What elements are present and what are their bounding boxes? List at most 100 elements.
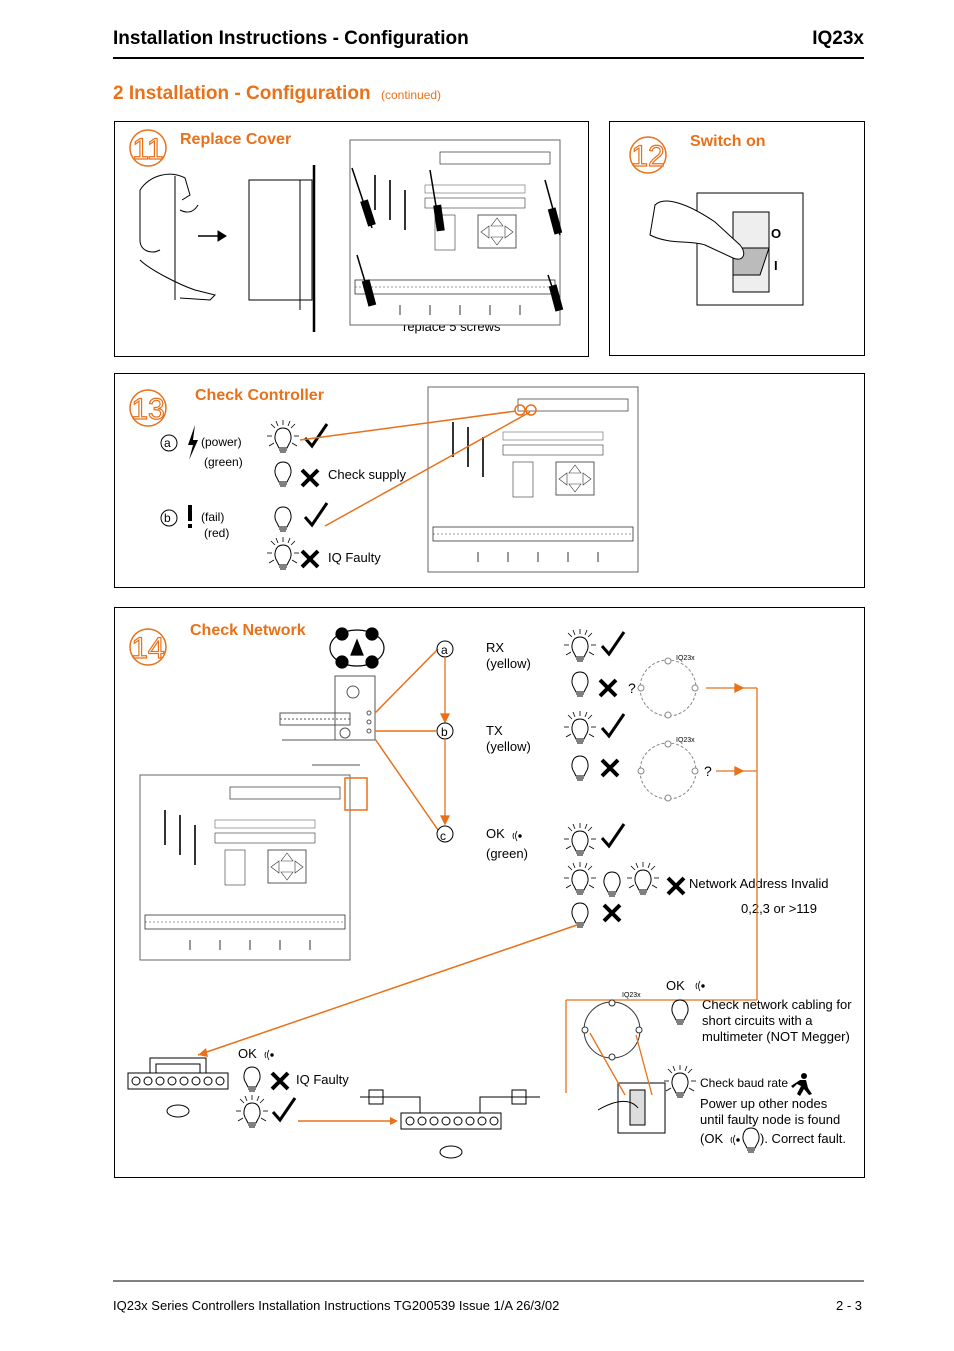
address-range-text: 0,2,3 or >119 bbox=[741, 901, 818, 916]
check-icon bbox=[600, 712, 626, 738]
ok-label: OK bbox=[486, 826, 505, 841]
bulb-off-icon bbox=[274, 506, 292, 532]
ok2-label: OK bbox=[666, 978, 685, 993]
bulb-lit-icon bbox=[563, 628, 597, 662]
led-pointer-lines bbox=[299, 404, 537, 527]
step-12-title: Switch on bbox=[690, 133, 766, 150]
ok-fault-open: (OK bbox=[700, 1131, 724, 1146]
bulb-lit-icon bbox=[663, 1064, 697, 1098]
power-switch-illustration bbox=[649, 192, 804, 306]
bulb-off-icon bbox=[603, 871, 621, 897]
cross-icon bbox=[600, 758, 620, 778]
bulb-off-icon bbox=[742, 1127, 760, 1153]
power-up-line-2: until faulty node is found bbox=[700, 1112, 841, 1127]
ring-feedback-arrows bbox=[565, 682, 758, 1093]
network-ring-bottom bbox=[581, 999, 643, 1061]
step-14-b-letter: b bbox=[441, 725, 448, 739]
switch-o-label: O bbox=[771, 226, 782, 241]
question-mark-rx: ? bbox=[628, 680, 636, 696]
network-symbol-icon bbox=[329, 627, 385, 669]
power-icon bbox=[188, 425, 198, 460]
check-baud-text: Check baud rate bbox=[700, 1076, 789, 1090]
step-13-number: 13 bbox=[131, 393, 164, 426]
step-14-badge: 14 bbox=[129, 628, 167, 666]
step-12-number: 12 bbox=[631, 140, 664, 173]
controller-with-screws bbox=[349, 139, 564, 326]
led-highlight-box bbox=[344, 777, 368, 811]
network-ring-tx bbox=[637, 740, 699, 802]
ring-label-rx: IQ23x bbox=[676, 655, 695, 662]
check-cabling-line-2: short circuits with a bbox=[702, 1013, 813, 1028]
ok3-label: OK bbox=[238, 1046, 257, 1061]
page-header-model: IQ23x bbox=[812, 28, 864, 49]
step-14-iq-faulty: IQ Faulty bbox=[296, 1072, 349, 1087]
replace-cover-illustration bbox=[139, 165, 316, 332]
cross-icon bbox=[300, 549, 320, 569]
ring-label-tx: IQ23x bbox=[676, 737, 695, 744]
controller-diagram-14 bbox=[139, 774, 351, 961]
bottom-switch-illustration bbox=[597, 1082, 666, 1134]
bulb-lit-icon bbox=[266, 419, 300, 453]
step-14-c-letter: c bbox=[440, 829, 446, 843]
bulb-lit-icon bbox=[266, 536, 300, 570]
step-13-b-color: (red) bbox=[204, 526, 230, 540]
step-13-b-label: (fail) bbox=[201, 510, 225, 524]
led-pointer-lines-14 bbox=[374, 648, 439, 831]
step-13-iq-faulty: IQ Faulty bbox=[328, 550, 381, 565]
bulb-lit-icon bbox=[626, 861, 660, 895]
bulb-lit-icon bbox=[235, 1094, 269, 1128]
tx-label: TX bbox=[486, 723, 503, 738]
network-module-diagram bbox=[279, 675, 376, 766]
step-13-a-letter: a bbox=[164, 436, 171, 450]
step-13-a-color: (green) bbox=[204, 455, 243, 469]
switch-i-label: I bbox=[774, 258, 778, 273]
footer-left: IQ23x Series Controllers Installation In… bbox=[113, 1298, 560, 1313]
address-invalid-text: Network Address Invalid bbox=[689, 876, 829, 891]
step-11-number: 11 bbox=[132, 133, 163, 166]
bulb-off-icon bbox=[671, 999, 689, 1025]
bulb-off-icon bbox=[274, 461, 292, 487]
check-icon bbox=[303, 501, 329, 527]
question-mark-tx: ? bbox=[704, 763, 712, 779]
step-11-title: Replace Cover bbox=[180, 131, 292, 148]
bulb-off-icon bbox=[571, 755, 589, 781]
check-icon bbox=[271, 1096, 297, 1122]
tx-color: (yellow) bbox=[486, 739, 531, 754]
header-rule bbox=[113, 57, 864, 59]
step-12-badge: 12 bbox=[629, 136, 667, 174]
cross-icon bbox=[666, 876, 686, 896]
cross-icon bbox=[598, 678, 618, 698]
power-up-line-1: Power up other nodes bbox=[700, 1096, 828, 1111]
page-header-title: Installation Instructions - Configuratio… bbox=[113, 28, 469, 49]
bulb-off-icon bbox=[571, 671, 589, 697]
step-12-panel bbox=[609, 121, 865, 356]
check-icon bbox=[600, 630, 626, 656]
sequence-arrows bbox=[439, 658, 451, 826]
bulb-lit-icon bbox=[563, 710, 597, 744]
step-11-badge: 11 bbox=[129, 129, 167, 167]
bulb-off-icon bbox=[243, 1066, 261, 1092]
bulb-lit-icon bbox=[563, 822, 597, 856]
check-icon bbox=[600, 822, 626, 848]
check-cabling-line-3: multimeter (NOT Megger) bbox=[702, 1029, 850, 1044]
cross-icon bbox=[270, 1071, 290, 1091]
check-supply-text: Check supply bbox=[328, 467, 407, 482]
step-13-b-letter: b bbox=[164, 511, 171, 525]
section-heading: 2 Installation - Configuration (continue… bbox=[113, 83, 441, 105]
step-14-letter-circles bbox=[436, 640, 454, 843]
step-14-title: Check Network bbox=[190, 622, 306, 639]
check-cabling-line-1: Check network cabling for bbox=[702, 997, 852, 1012]
rx-label: RX bbox=[486, 640, 505, 655]
rx-color: (yellow) bbox=[486, 656, 531, 671]
step-13-panel bbox=[114, 373, 865, 588]
terminal-block-left bbox=[127, 1057, 229, 1118]
bulb-lit-icon bbox=[563, 861, 597, 895]
step-13-title: Check Controller bbox=[195, 387, 324, 404]
led-ok-signal-icon bbox=[264, 830, 740, 1146]
step-13-a-label: (power) bbox=[201, 435, 242, 449]
ok-fault-close: ). Correct fault. bbox=[760, 1131, 846, 1146]
running-person-icon bbox=[791, 1073, 812, 1096]
check-icon bbox=[303, 422, 329, 448]
footer-right: 2 - 3 bbox=[835, 1298, 862, 1313]
